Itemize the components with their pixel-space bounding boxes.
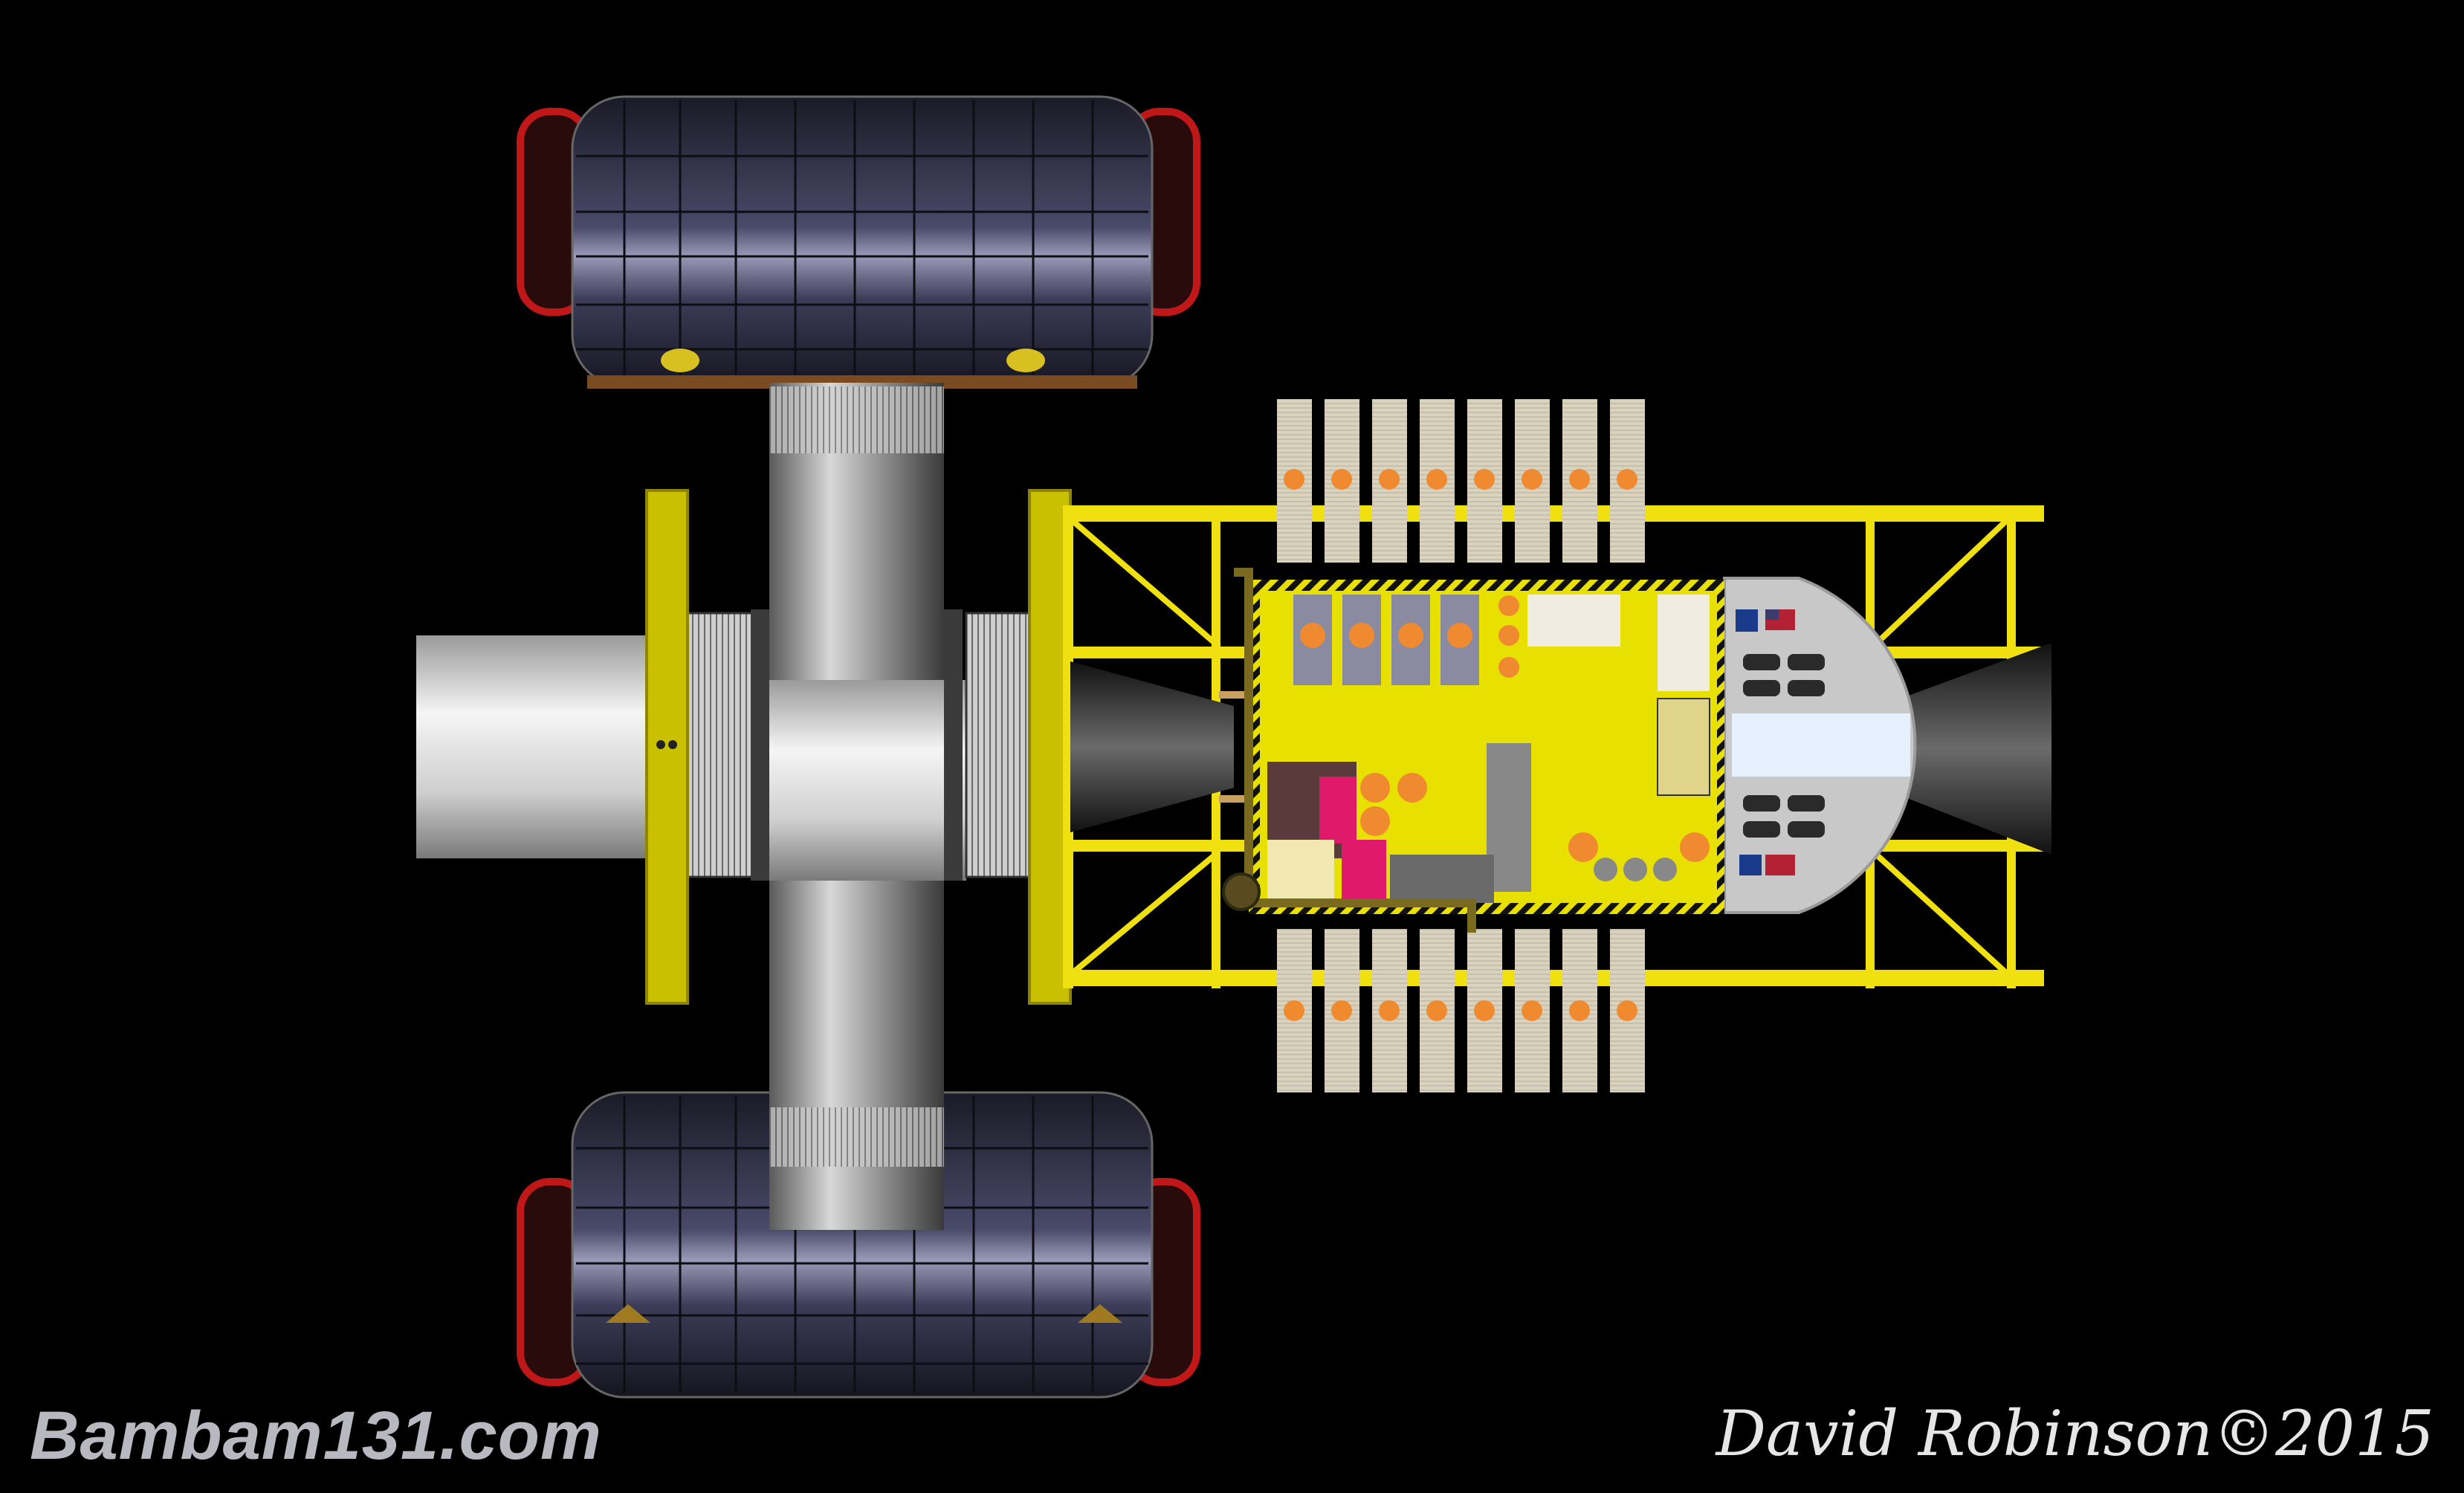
nose-payload <box>1732 609 1910 875</box>
radiator-array-top <box>1277 399 1645 563</box>
bolt-marker <box>668 740 677 749</box>
docking-ring-right <box>965 612 1038 878</box>
flag-icon <box>1765 855 1795 875</box>
ring-collar-left <box>751 609 769 881</box>
habitat-module-top <box>517 95 1200 389</box>
engine-nozzle-right <box>1881 643 2051 855</box>
bulkhead-plate-left <box>645 489 689 1005</box>
radiator-array-bottom <box>1277 929 1645 1092</box>
artist-signature: David Robinson©2015 <box>1716 1397 2434 1470</box>
equipment-deck <box>1249 577 1917 914</box>
hub-cylinder <box>751 680 966 881</box>
engine-nozzle-left <box>1070 661 1234 832</box>
valve-icon <box>1222 872 1261 911</box>
agency-logo-icon <box>1739 855 1762 875</box>
bolt-marker <box>656 740 665 749</box>
agency-logo-icon <box>1736 609 1758 632</box>
habitat-module-bottom <box>517 1091 1200 1399</box>
site-watermark: Bambam131.com <box>30 1398 602 1474</box>
ring-collar-right <box>944 609 963 881</box>
docking-ring-left <box>682 612 756 878</box>
forward-cylinder <box>416 635 658 858</box>
